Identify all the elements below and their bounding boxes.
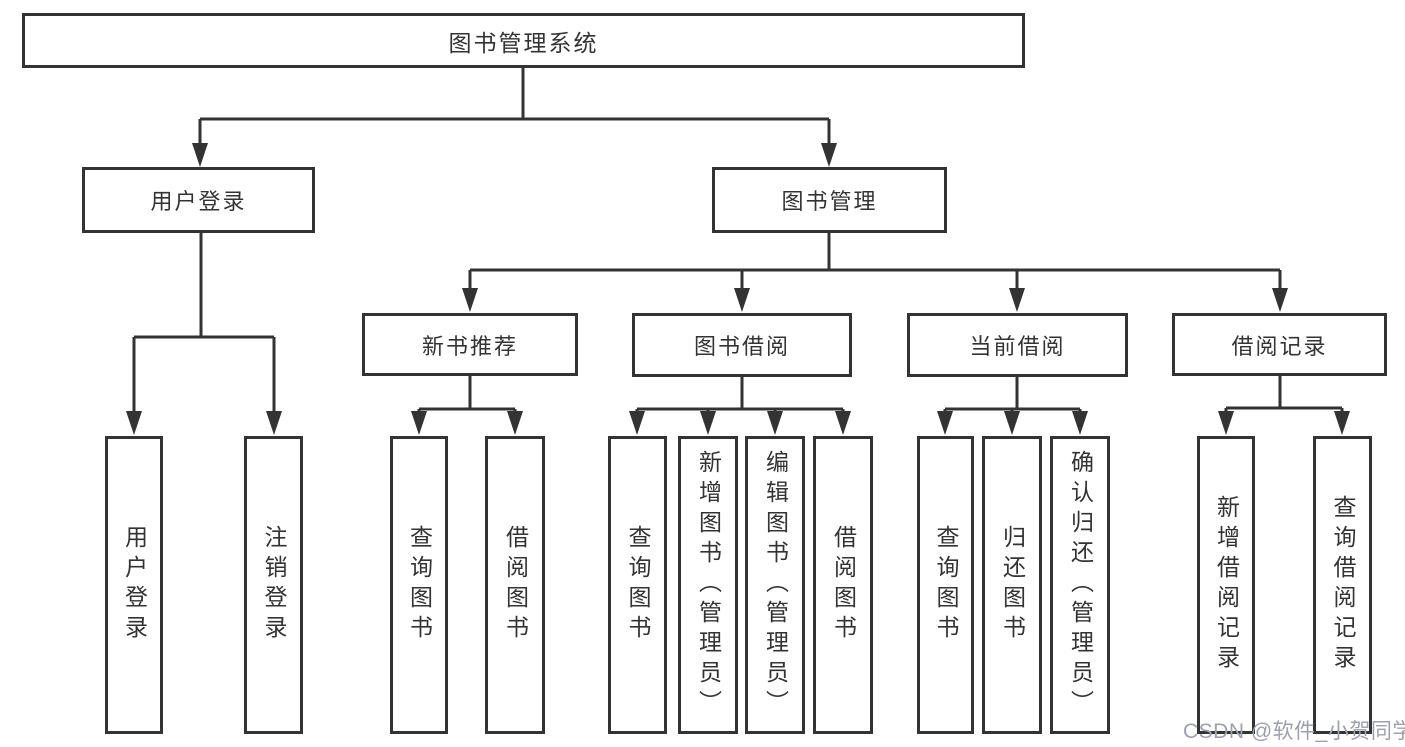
node-borrowing-records: 借阅记录 [1172, 313, 1387, 376]
leaf-records-add-borrow-record: 新增借阅记录 [1197, 436, 1255, 734]
node-book-borrowing: 图书借阅 [632, 313, 852, 377]
leaf-current-confirm-return-admin: 确认归还（管理员） [1050, 436, 1110, 734]
leaf-current-query-books: 查询图书 [917, 436, 974, 734]
leaf-user-login: 用户登录 [105, 436, 163, 734]
node-book-management: 图书管理 [712, 167, 947, 233]
leaf-newbook-borrow-books: 借阅图书 [485, 436, 545, 734]
leaf-records-query-borrow-record: 查询借阅记录 [1313, 436, 1372, 734]
leaf-borrowing-add-books-admin: 新增图书（管理员） [678, 436, 738, 734]
leaf-current-return-books: 归还图书 [982, 436, 1042, 734]
leaf-borrowing-borrow-books: 借阅图书 [813, 436, 873, 734]
node-current-borrowing: 当前借阅 [907, 313, 1128, 377]
node-library-management-system: 图书管理系统 [22, 13, 1025, 68]
node-user-login: 用户登录 [82, 167, 315, 233]
leaf-borrowing-edit-books-admin: 编辑图书（管理员） [745, 436, 805, 734]
leaf-borrowing-query-books: 查询图书 [608, 436, 667, 734]
leaf-newbook-query-books: 查询图书 [390, 436, 448, 734]
leaf-logout: 注销登录 [244, 436, 303, 734]
node-new-book-recommendation: 新书推荐 [362, 313, 578, 376]
watermark-text: CSDN @软件_小贺同学 [1183, 720, 1405, 743]
